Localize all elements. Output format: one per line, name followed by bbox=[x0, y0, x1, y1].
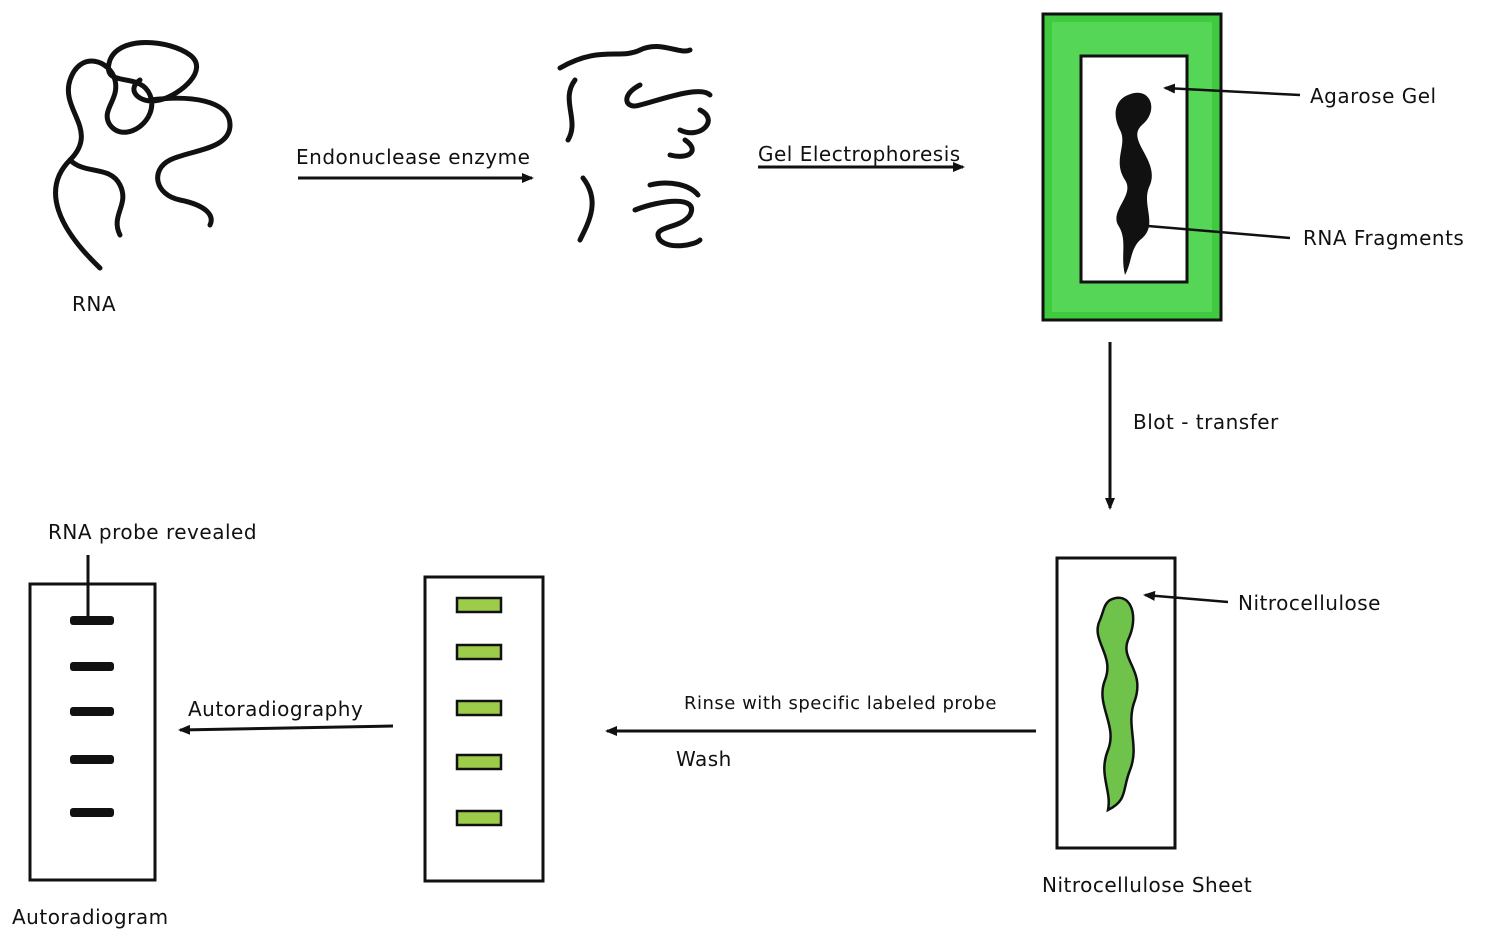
autoradiogram bbox=[30, 584, 155, 880]
probe-band bbox=[457, 645, 501, 659]
rna-strand-icon bbox=[56, 43, 230, 269]
nitrocellulose-sheet-label: Nitrocellulose Sheet bbox=[1042, 873, 1252, 897]
rna-fragments-label: RNA Fragments bbox=[1303, 226, 1464, 250]
rna-label: RNA bbox=[72, 292, 116, 316]
nitrocellulose-label: Nitrocellulose bbox=[1238, 591, 1381, 615]
rna-fragments-icon bbox=[560, 46, 710, 245]
autoradiogram-label: Autoradiogram bbox=[12, 905, 169, 929]
endonuclease-label: Endonuclease enzyme bbox=[296, 145, 530, 169]
probe-band bbox=[457, 701, 501, 715]
rinse-label: Rinse with specific labeled probe bbox=[684, 693, 997, 714]
wash-label: Wash bbox=[676, 747, 732, 771]
agarose-gel bbox=[1043, 14, 1221, 320]
probe-band bbox=[457, 598, 501, 612]
agarose-gel-label: Agarose Gel bbox=[1310, 84, 1437, 108]
rna-probe-revealed-label: RNA probe revealed bbox=[48, 520, 257, 544]
probe-sheet bbox=[425, 577, 543, 881]
probe-band bbox=[457, 755, 501, 769]
probe-band bbox=[457, 811, 501, 825]
autoradiography-label: Autoradiography bbox=[188, 697, 363, 721]
blot-transfer-label: Blot - transfer bbox=[1133, 410, 1279, 434]
autoradiogram-band bbox=[70, 662, 114, 671]
autoradiogram-band bbox=[70, 755, 114, 764]
nitrocellulose-sheet bbox=[1057, 558, 1175, 848]
gel-electrophoresis-label: Gel Electrophoresis bbox=[758, 142, 961, 166]
autoradiogram-band bbox=[70, 707, 114, 716]
autoradiography-arrow bbox=[180, 726, 393, 730]
autoradiogram-band bbox=[70, 808, 114, 817]
autoradiogram-band bbox=[70, 616, 114, 625]
